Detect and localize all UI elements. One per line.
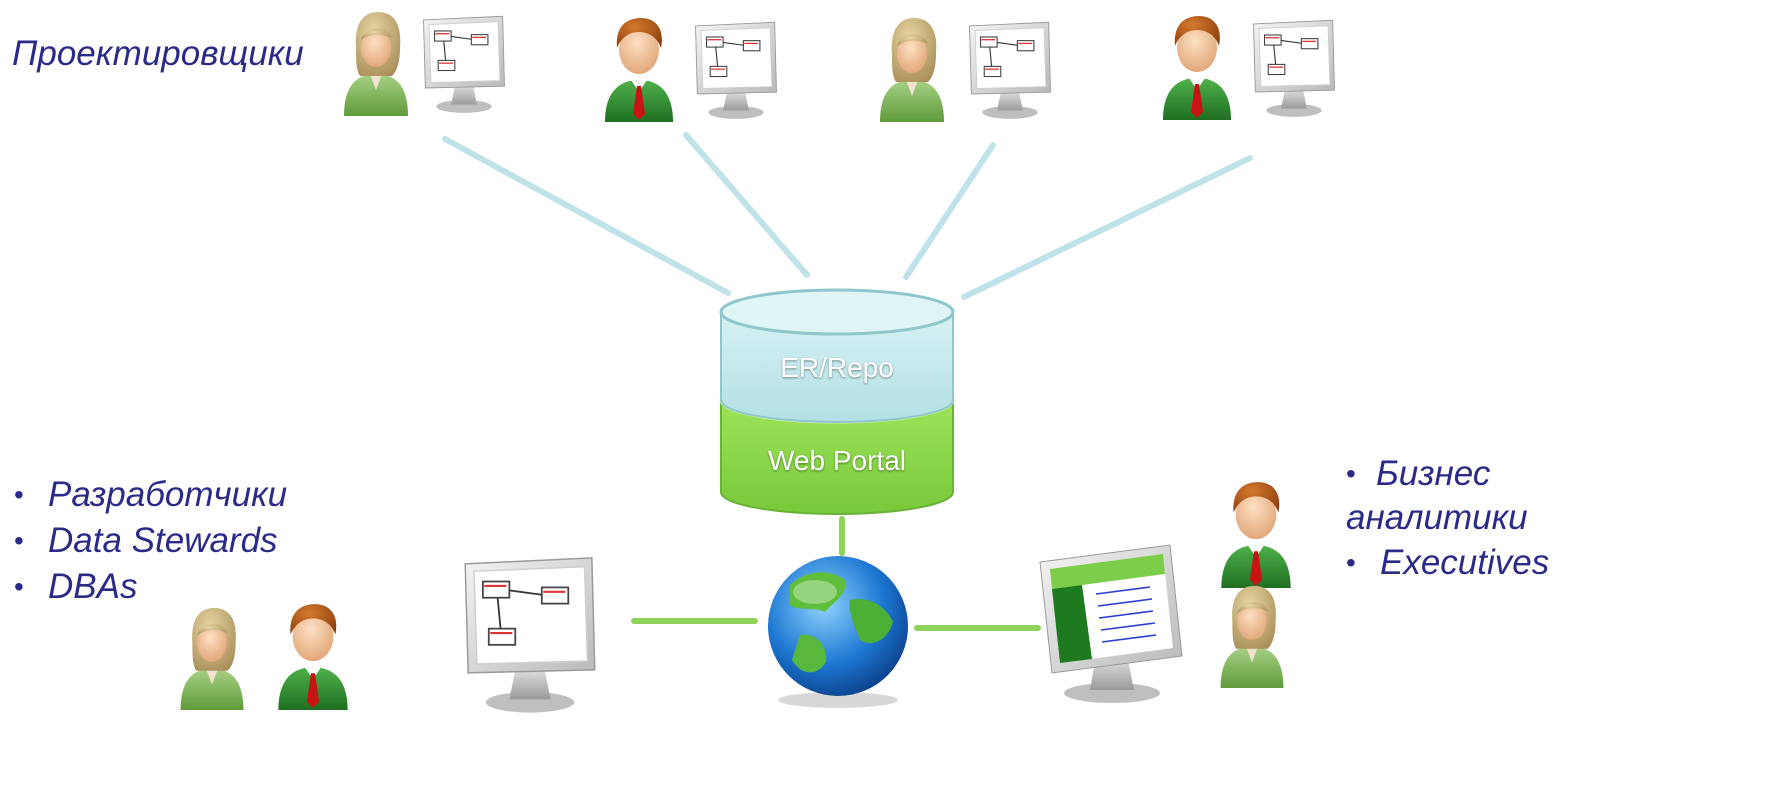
- diagram-monitor-icon: [464, 556, 596, 714]
- designers-label: Проектировщики: [12, 34, 304, 73]
- list-item: • Data Stewards: [14, 518, 287, 564]
- list-item-label: Бизнес аналитики: [1346, 454, 1528, 537]
- bullet-icon: •: [1346, 547, 1356, 578]
- female-user-icon: [180, 607, 244, 711]
- list-item: • DBAs: [14, 564, 287, 610]
- list-item: • Executives: [1346, 540, 1576, 586]
- male-user-icon: [605, 18, 673, 122]
- male-user-icon: [1221, 482, 1291, 588]
- male-user-icon: [278, 604, 348, 710]
- repo-label: ER/Repo: [780, 352, 894, 383]
- female-user-icon: [1220, 585, 1284, 689]
- globe-icon: [768, 556, 908, 708]
- diagram-monitor-icon: [1252, 19, 1336, 118]
- right-group-list: •Бизнес аналитики •Executives: [1346, 452, 1576, 586]
- connector-designer-2: [683, 132, 810, 278]
- female-user-icon: [344, 12, 408, 116]
- list-item-label: Data Stewards: [48, 521, 278, 560]
- female-user-icon: [880, 18, 944, 122]
- report-monitor-icon: [1039, 544, 1183, 703]
- web-portal-label: Web Portal: [768, 445, 906, 476]
- bullet-icon: •: [14, 479, 24, 510]
- bullet-icon: •: [1346, 458, 1356, 489]
- top-connectors: [442, 132, 1253, 300]
- list-item-label: Разработчики: [48, 475, 288, 514]
- bottom-connectors: [631, 516, 1041, 631]
- connector-designer-4: [961, 155, 1253, 300]
- list-item: • Разработчики: [14, 472, 287, 518]
- connector-designer-1: [442, 136, 731, 296]
- list-item: •Бизнес аналитики: [1346, 452, 1576, 540]
- diagram-monitor-icon: [694, 21, 778, 120]
- list-item-label: Executives: [1380, 543, 1550, 582]
- database-cylinder-icon: [719, 288, 955, 515]
- bullet-icon: •: [14, 525, 24, 556]
- bullet-icon: •: [14, 571, 24, 602]
- connector-designer-3: [903, 142, 996, 280]
- male-user-icon: [1163, 16, 1231, 120]
- left-group-list: • Разработчики • Data Stewards • DBAs: [14, 472, 287, 610]
- diagram-monitor-icon: [968, 21, 1052, 120]
- diagram-monitor-icon: [422, 15, 506, 114]
- list-item-label: DBAs: [48, 567, 138, 606]
